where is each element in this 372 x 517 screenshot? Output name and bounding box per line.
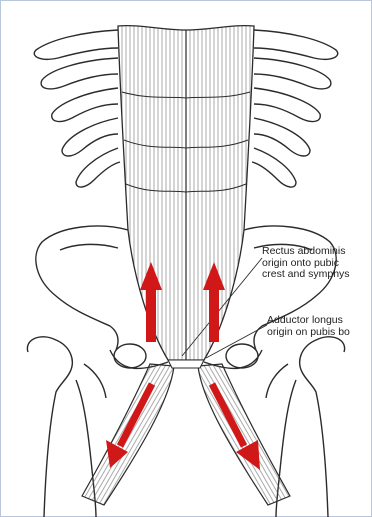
adductor-longus-label: Adductor longus origin on pubis bo [267, 315, 350, 338]
adductor-longus-muscles [82, 364, 290, 505]
rectus-label-line-3: crest and symphys [262, 269, 350, 281]
adductor-label-line-2: origin on pubis bo [267, 327, 350, 339]
rectus-abdominis-label: Rectus abdominis origin onto pubic crest… [262, 246, 350, 281]
rectus-label-line-1: Rectus abdominis [262, 246, 350, 258]
rectus-abdominis-muscle [118, 26, 254, 360]
pubic-symphysis [168, 360, 204, 368]
adductor-label-line-1: Adductor longus [267, 315, 350, 327]
